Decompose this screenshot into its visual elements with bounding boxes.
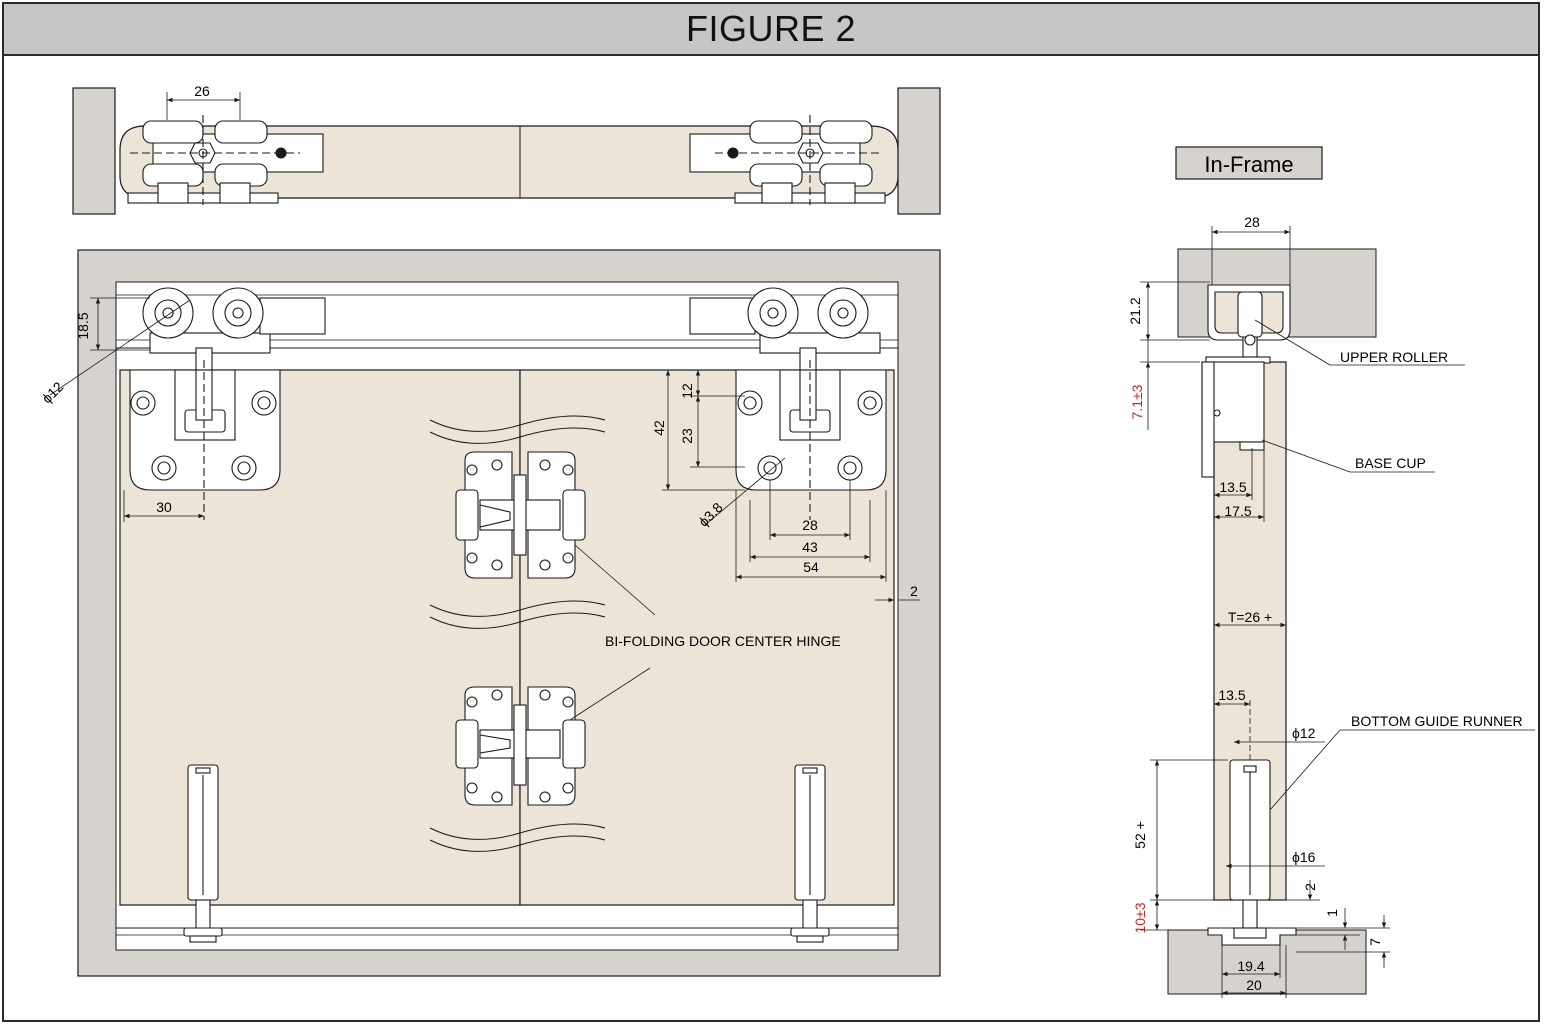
dim-1-side: 1 bbox=[1324, 909, 1340, 917]
hinge-label: BI-FOLDING DOOR CENTER HINGE bbox=[605, 633, 841, 649]
bottom-guide-side bbox=[1207, 759, 1297, 946]
dim-54: 54 bbox=[803, 559, 819, 575]
dim-7: 7 bbox=[1367, 938, 1383, 946]
dim-12: 12 bbox=[679, 383, 695, 399]
dim-2-front: 2 bbox=[910, 583, 918, 599]
dim-phi12-front: ϕ12 bbox=[39, 378, 67, 406]
dim-42: 42 bbox=[651, 420, 667, 436]
center-hinge-bottom bbox=[455, 686, 586, 806]
dim-13-5-top: 13.5 bbox=[1219, 479, 1246, 495]
dim-phi16: ϕ16 bbox=[1292, 849, 1316, 865]
bottom-track bbox=[115, 927, 899, 951]
dim-30: 30 bbox=[156, 499, 172, 515]
figure-title: FIGURE 2 bbox=[685, 8, 857, 49]
label-upper-roller: UPPER ROLLER bbox=[1340, 349, 1448, 365]
tol-10: 10±3 bbox=[1132, 902, 1148, 933]
thickness-label: T=26 + bbox=[1228, 609, 1272, 625]
dim-13-5-bottom: 13.5 bbox=[1218, 687, 1245, 703]
frame-right-top bbox=[897, 87, 941, 215]
frame-left-top bbox=[72, 87, 116, 215]
dim-2-side: 2 bbox=[1302, 883, 1318, 891]
label-bottom-guide-runner: BOTTOM GUIDE RUNNER bbox=[1351, 713, 1523, 729]
tol-7-1: 7.1±3 bbox=[1129, 384, 1145, 419]
dim-26: 26 bbox=[194, 83, 210, 99]
dim-18-5: 18.5 bbox=[75, 312, 91, 339]
dim-43: 43 bbox=[802, 539, 818, 555]
dim-23: 23 bbox=[679, 428, 695, 444]
front-view: 18.5 ϕ12 30 42 12 23 ϕ3.8 28 43 54 2 BI-… bbox=[39, 249, 941, 977]
dim-phi12-side: ϕ12 bbox=[1292, 725, 1316, 741]
dim-21-2: 21.2 bbox=[1127, 297, 1143, 324]
bottom-guide-right bbox=[790, 764, 830, 943]
bottom-guide-left bbox=[183, 764, 223, 943]
dim-28-side: 28 bbox=[1244, 214, 1260, 230]
top-roller-left bbox=[127, 115, 324, 205]
dim-17-5: 17.5 bbox=[1224, 503, 1251, 519]
side-view: In-Frame bbox=[1127, 146, 1535, 998]
label-base-cup: BASE CUP bbox=[1355, 455, 1426, 471]
upper-roller-left bbox=[129, 287, 326, 520]
dim-52: 52 + bbox=[1132, 821, 1148, 849]
mode-label: In-Frame bbox=[1204, 152, 1293, 177]
upper-roller-right bbox=[689, 287, 887, 520]
upper-roller-side bbox=[1205, 284, 1291, 364]
top-view: 26 bbox=[72, 83, 941, 215]
mode-label-box bbox=[1175, 146, 1323, 180]
dim-19-4: 19.4 bbox=[1237, 958, 1264, 974]
dim-20: 20 bbox=[1246, 977, 1262, 993]
figure-header: FIGURE 2 bbox=[4, 4, 1538, 56]
dim-28-front: 28 bbox=[802, 517, 818, 533]
center-hinge-top bbox=[455, 451, 586, 579]
base-cup-side bbox=[1201, 361, 1265, 478]
top-roller-right bbox=[689, 115, 886, 205]
